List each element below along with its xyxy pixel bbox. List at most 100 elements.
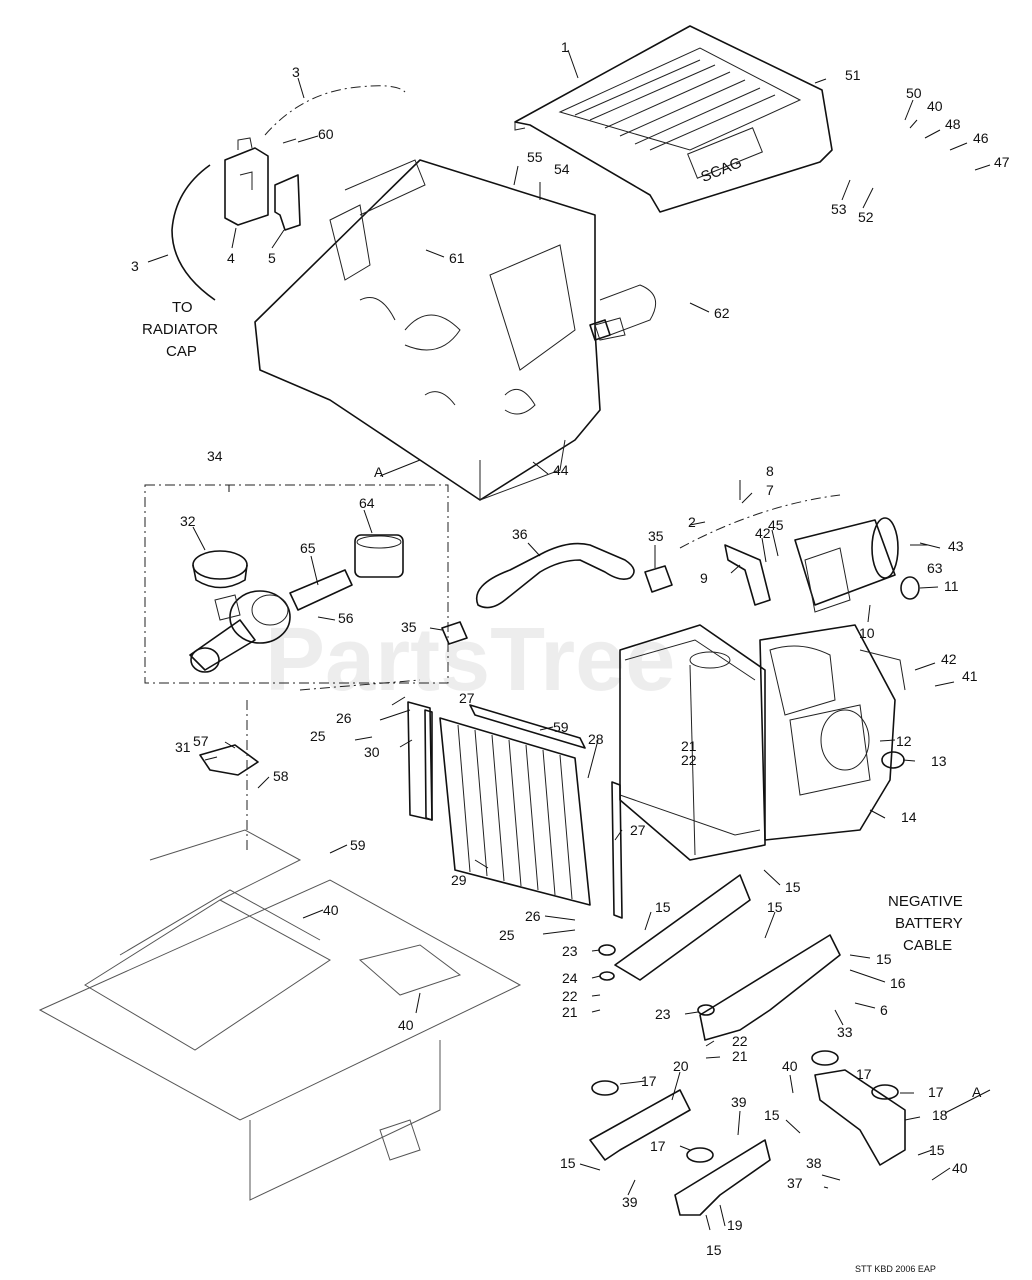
callout-42-b: 42 xyxy=(755,525,771,541)
callout-15-h: 15 xyxy=(706,1242,722,1258)
overflow-hose-lower xyxy=(171,164,216,301)
screw-60 xyxy=(282,138,297,144)
callout-26-a: 26 xyxy=(336,710,352,726)
callout-38: 38 xyxy=(806,1155,822,1171)
callout-16: 16 xyxy=(890,975,906,991)
reference-a-upper: A xyxy=(374,464,384,480)
callout-50: 50 xyxy=(906,85,922,101)
rear-mount-bracket-18 xyxy=(814,1069,906,1166)
radiator-screen xyxy=(439,717,591,906)
callout-15-e: 15 xyxy=(764,1107,780,1123)
watermark: PartsTree xyxy=(265,610,675,710)
reference-line-b xyxy=(299,679,421,691)
callout-43: 43 xyxy=(948,538,964,554)
callout-63: 63 xyxy=(927,560,943,576)
callout-17-c: 17 xyxy=(856,1066,872,1082)
left-engine-rail xyxy=(614,874,751,981)
isolator-17c xyxy=(811,1050,839,1066)
callout-3-top: 3 xyxy=(292,64,300,80)
isolator-17b xyxy=(686,1147,714,1163)
callout-54: 54 xyxy=(554,161,570,177)
reservoir-bracket xyxy=(274,174,301,231)
callout-40-e: 40 xyxy=(927,98,943,114)
callout-15-g: 15 xyxy=(929,1142,945,1158)
callout-22-c: 22 xyxy=(732,1033,748,1049)
callout-37: 37 xyxy=(787,1175,803,1191)
callout-35-b: 35 xyxy=(401,619,417,635)
callout-leaders xyxy=(147,49,991,1231)
engine xyxy=(759,624,906,841)
svg-text:TO: TO xyxy=(172,299,193,316)
svg-text:RADIATOR: RADIATOR xyxy=(142,321,218,338)
muffler-gasket xyxy=(900,576,920,600)
callout-60: 60 xyxy=(318,126,334,142)
muffler xyxy=(794,517,899,613)
callout-53: 53 xyxy=(831,201,847,217)
muffler-bracket xyxy=(724,544,771,606)
callout-21-c: 21 xyxy=(732,1048,748,1064)
callout-48: 48 xyxy=(945,116,961,132)
callout-29: 29 xyxy=(451,872,467,888)
washer-24 xyxy=(599,971,615,981)
callout-17-b: 17 xyxy=(650,1138,666,1154)
callout-22-b: 22 xyxy=(562,988,578,1004)
chassis-rear-ghost xyxy=(38,829,522,1201)
note-to-radiator-cap: TO RADIATOR CAP xyxy=(142,299,218,360)
callout-23-b: 23 xyxy=(655,1006,671,1022)
reference-a-lower: A xyxy=(972,1084,982,1100)
callout-24: 24 xyxy=(562,970,578,986)
front-mount-bracket-19 xyxy=(674,1139,771,1216)
coolant-reservoir xyxy=(224,137,269,226)
foam-strip-left xyxy=(424,709,433,821)
hose-clamp-lower xyxy=(441,621,468,645)
callout-56: 56 xyxy=(338,610,354,626)
callout-21-b: 21 xyxy=(562,1004,578,1020)
callout-7: 7 xyxy=(766,482,774,498)
engine-cover-plate xyxy=(881,751,905,769)
callout-65: 65 xyxy=(300,540,316,556)
callout-57: 57 xyxy=(193,733,209,749)
callout-22-a: 22 xyxy=(681,752,697,768)
callout-26-b: 26 xyxy=(525,908,541,924)
callout-41: 41 xyxy=(962,668,978,684)
front-mount-bracket-20 xyxy=(589,1089,691,1161)
callout-25-a: 25 xyxy=(310,728,326,744)
callout-4: 4 xyxy=(227,250,235,266)
callout-34: 34 xyxy=(207,448,223,464)
callout-42-a: 42 xyxy=(941,651,957,667)
callout-64: 64 xyxy=(359,495,375,511)
callout-32: 32 xyxy=(180,513,196,529)
callout-3-left: 3 xyxy=(131,258,139,274)
isolator-17d xyxy=(871,1084,899,1100)
reference-a-arrow-upper xyxy=(379,459,421,477)
callout-59-a: 59 xyxy=(553,719,569,735)
callout-30: 30 xyxy=(364,744,380,760)
radiator-screen-fins xyxy=(457,724,573,900)
callout-23-a: 23 xyxy=(562,943,578,959)
svg-text:NEGATIVE: NEGATIVE xyxy=(888,893,963,910)
callout-44: 44 xyxy=(553,462,569,478)
callout-47: 47 xyxy=(994,154,1010,170)
callout-51: 51 xyxy=(845,67,861,83)
foam-strip-right xyxy=(611,781,623,919)
side-shroud-left xyxy=(407,701,433,821)
foam-strip-top xyxy=(469,704,586,749)
callout-15-a: 15 xyxy=(785,879,801,895)
callout-25-b: 25 xyxy=(499,927,515,943)
callout-20: 20 xyxy=(673,1058,689,1074)
callout-27-b: 27 xyxy=(630,822,646,838)
callout-labels: 1 2 3 3 4 5 6 7 8 9 10 11 12 13 14 15 15… xyxy=(131,39,1010,1258)
callout-62: 62 xyxy=(714,305,730,321)
callout-58: 58 xyxy=(273,768,289,784)
overflow-hose-upper xyxy=(264,85,406,136)
callout-2: 2 xyxy=(688,514,696,530)
callout-27-a: 27 xyxy=(459,690,475,706)
isolator-23a xyxy=(598,944,616,956)
callout-46: 46 xyxy=(973,130,989,146)
callout-21-a: 21 xyxy=(681,738,697,754)
callout-61: 61 xyxy=(449,250,465,266)
callout-15-f: 15 xyxy=(560,1155,576,1171)
throttle-cable xyxy=(679,494,841,549)
note-negative-battery-cable: NEGATIVE BATTERY CABLE xyxy=(888,893,963,954)
